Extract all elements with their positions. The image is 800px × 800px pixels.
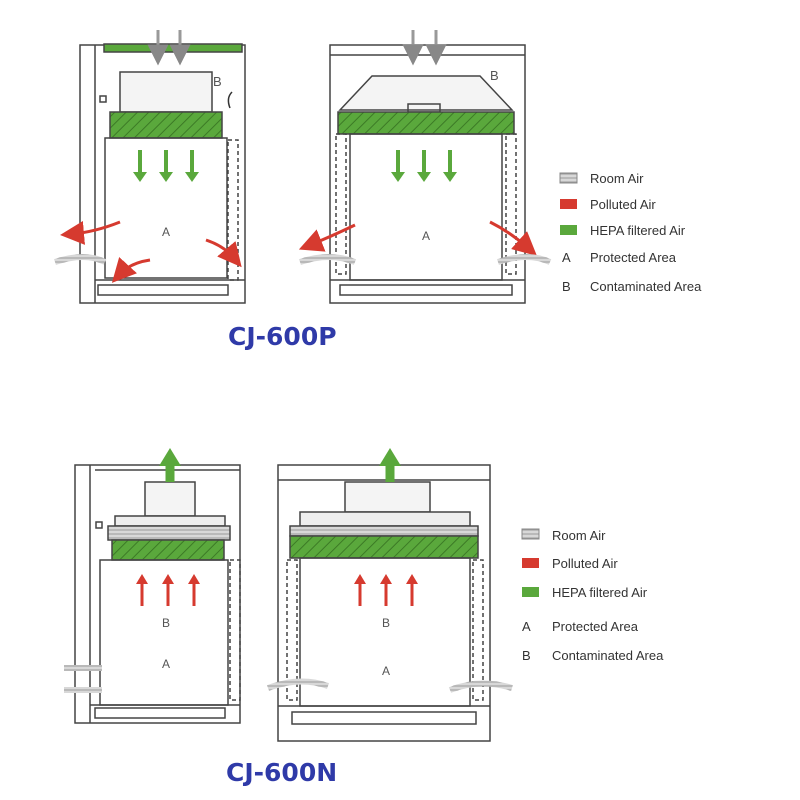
legend-polluted-air: Polluted Air — [552, 556, 618, 571]
cj600n-side-label-b: B — [162, 616, 170, 630]
cj600p-front-arrows — [298, 30, 552, 265]
polluted-arrow — [111, 257, 151, 283]
legend-room-air: Room Air — [552, 528, 606, 543]
room-air-intake — [448, 680, 513, 693]
bottom-legend: Room Air Polluted Air HEPA filtered Air … — [521, 528, 664, 663]
polluted-arrow — [298, 223, 356, 252]
polluted-air-swatch — [522, 558, 539, 568]
work-chamber — [104, 137, 228, 279]
hepa-air-swatch — [560, 225, 577, 235]
hepa-filter — [111, 539, 225, 561]
polluted-air-swatch — [560, 199, 577, 209]
hepa-air-swatch — [522, 587, 539, 597]
cj600n-side-label-a: A — [162, 657, 170, 671]
cj600n-side-arrows — [64, 448, 200, 693]
legend-protected-area: Protected Area — [590, 250, 677, 265]
legend-letter-b: B — [522, 648, 531, 663]
legend-hepa-air: HEPA filtered Air — [552, 585, 648, 600]
cj600p-title: CJ-600P — [228, 322, 337, 351]
legend-hepa-air: HEPA filtered Air — [590, 223, 686, 238]
hepa-filter — [337, 111, 515, 135]
legend-letter-b: B — [562, 279, 571, 294]
room-air-intake — [497, 254, 552, 265]
polluted-arrow — [60, 220, 121, 245]
room-air-intake — [54, 254, 107, 265]
room-air-intake — [299, 254, 357, 265]
cj600p-front-label-a: A — [422, 229, 430, 243]
cj600n-title: CJ-600N — [226, 758, 337, 787]
cj600n-front-label-b: B — [382, 616, 390, 630]
legend-letter-a: A — [562, 250, 571, 265]
polluted-arrow — [489, 220, 537, 256]
legend-room-air: Room Air — [590, 171, 644, 186]
hepa-filter — [289, 535, 479, 559]
room-air-swatch — [559, 172, 578, 184]
legend-contaminated-area: Contaminated Area — [590, 279, 702, 294]
room-air-intake — [266, 678, 330, 691]
cj600p-side-label-b: B — [213, 74, 222, 89]
hepa-filter — [109, 111, 223, 139]
top-legend: Room Air Polluted Air HEPA filtered Air … — [559, 171, 702, 294]
cj600p-side-label-a: A — [162, 225, 170, 239]
cj600n-front-label-a: A — [382, 664, 390, 678]
cj600n-front-view — [277, 464, 491, 742]
legend-protected-area: Protected Area — [552, 619, 639, 634]
cj600n-front-arrows — [266, 448, 513, 693]
room-air-swatch — [521, 528, 540, 540]
cj600p-front-label-b: B — [490, 68, 499, 83]
cj600p-side-arrows — [54, 30, 242, 283]
legend-contaminated-area: Contaminated Area — [552, 648, 664, 663]
polluted-arrow — [205, 238, 242, 268]
legend-letter-a: A — [522, 619, 531, 634]
legend-polluted-air: Polluted Air — [590, 197, 656, 212]
cj600n-side-view — [74, 464, 241, 724]
